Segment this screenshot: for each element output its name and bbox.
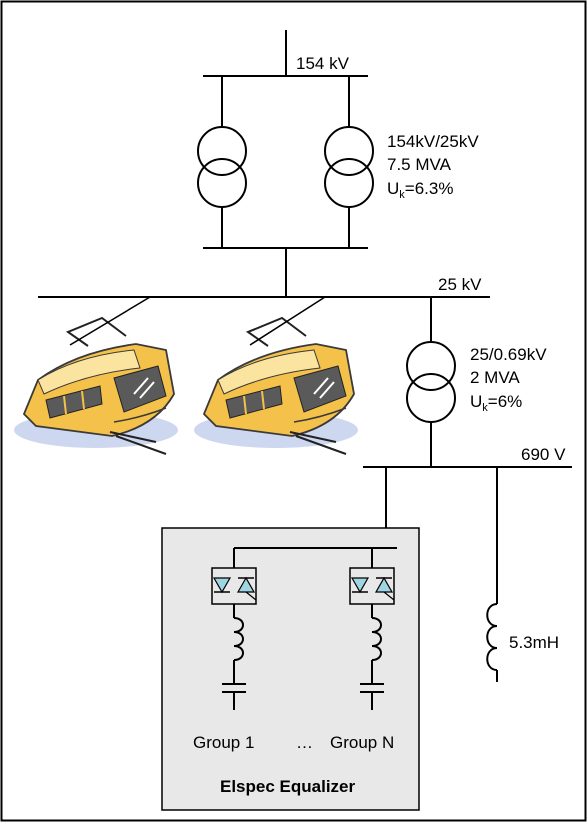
bus-154kv-label: 154 kV xyxy=(296,54,350,73)
hv-section: 154 kV 154kV/25kV 7.5 MVA Uk=6.3% xyxy=(197,30,479,297)
load-inductor: 5.3mH xyxy=(486,467,559,682)
equalizer-title: Elspec Equalizer xyxy=(220,777,355,796)
transformer-main-left xyxy=(197,126,247,176)
transformer-main-rating: 7.5 MVA xyxy=(387,155,452,174)
transformer-main-ratio: 154kV/25kV xyxy=(387,132,479,151)
equalizer-box: Group 1 … Group N Elspec Equalizer xyxy=(161,527,420,811)
transformer-aux xyxy=(406,341,456,391)
tram-2 xyxy=(193,317,359,455)
transformer-aux-uk: Uk=6% xyxy=(470,392,522,414)
tram-1 xyxy=(13,317,179,455)
bus-25kv-label: 25 kV xyxy=(438,275,482,294)
transformer-main-uk: Uk=6.3% xyxy=(387,179,453,201)
group-1-label: Group 1 xyxy=(193,733,254,752)
bus-690v-label: 690 V xyxy=(521,445,566,464)
load-inductor-label: 5.3mH xyxy=(509,633,559,652)
transformer-main-right xyxy=(324,126,374,176)
group-n-label: Group N xyxy=(330,733,394,752)
group-ellipsis: … xyxy=(296,733,313,752)
aux-section: 25/0.69kV 2 MVA Uk=6% xyxy=(406,297,547,467)
equalizer-group-1 xyxy=(211,548,257,710)
transformer-aux-ratio: 25/0.69kV xyxy=(470,345,547,364)
transformer-aux-rating: 2 MVA xyxy=(470,368,520,387)
equalizer-group-n xyxy=(349,548,395,710)
